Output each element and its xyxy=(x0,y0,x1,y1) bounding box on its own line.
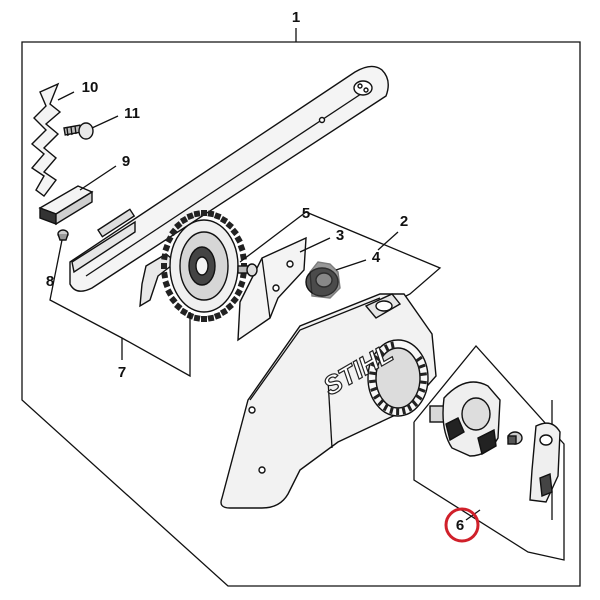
cover-rib xyxy=(418,363,426,369)
callout-5: 5 xyxy=(302,205,310,222)
sprocket-tooth xyxy=(225,302,234,311)
sprocket-tooth xyxy=(174,221,183,230)
cover-rib xyxy=(419,380,427,385)
sprocket-tooth xyxy=(213,212,222,221)
callout-labels: 1 2 3 4 5 6 7 8 9 10 11 xyxy=(46,9,464,534)
sprocket-tooth xyxy=(161,271,169,279)
cover-rib xyxy=(419,372,427,377)
cover-rib xyxy=(370,386,378,392)
sprocket-tooth xyxy=(237,280,246,288)
callout-8: 8 xyxy=(46,273,54,290)
sprocket-tooth xyxy=(201,316,207,322)
sprocket-tooth xyxy=(161,253,169,261)
pin-8 xyxy=(57,229,69,241)
sprocket-tooth xyxy=(186,212,195,221)
sprocket-tooth xyxy=(219,216,229,225)
tensioner-plate xyxy=(30,82,62,197)
cover-rib xyxy=(417,387,426,393)
sprocket-tooth xyxy=(234,288,243,297)
cover-rib xyxy=(389,406,394,415)
cover-rib xyxy=(415,394,423,401)
chain-sprocket xyxy=(139,210,247,322)
guide-bar xyxy=(69,65,389,292)
slide-block-9 xyxy=(38,185,94,226)
bracket-plate-5 xyxy=(237,236,307,342)
sprocket-tooth xyxy=(161,263,167,269)
assembly-frame xyxy=(21,28,581,587)
cover-rib xyxy=(377,399,385,407)
callout-7: 7 xyxy=(118,364,126,381)
cover-rib xyxy=(411,399,419,407)
callout-11: 11 xyxy=(124,105,140,122)
brake-assembly-frame xyxy=(413,345,565,561)
cover-rib xyxy=(373,355,382,362)
cover-rib xyxy=(401,406,407,415)
callout-4: 4 xyxy=(372,249,381,266)
cover-rib xyxy=(369,371,377,376)
sprocket-tooth xyxy=(169,295,178,305)
sprocket-tooth xyxy=(201,210,207,216)
cover-rib xyxy=(370,362,379,369)
brake-pin xyxy=(507,431,523,445)
cover-rib xyxy=(390,341,395,350)
sprocket-tooth xyxy=(207,210,215,218)
sprocket-tooth xyxy=(169,227,178,237)
callout-3: 3 xyxy=(336,227,344,244)
sprocket-tooth xyxy=(225,221,234,230)
sprocket-tooth xyxy=(162,280,171,288)
leader-lines xyxy=(49,91,481,521)
cover-rib xyxy=(368,379,377,384)
sprocket-tooth xyxy=(193,314,201,322)
callout-9: 9 xyxy=(122,153,130,170)
sprocket-tooth xyxy=(165,288,174,297)
sprocket-tooth xyxy=(234,235,243,244)
sprocket-tooth xyxy=(237,244,246,252)
sprocket-tooth xyxy=(230,295,239,305)
sprocket-tooth xyxy=(179,307,189,316)
tension-knob-4 xyxy=(305,261,341,299)
screw-11 xyxy=(63,122,94,140)
sprocket-tooth xyxy=(179,216,189,225)
sprocket-tooth xyxy=(213,311,222,320)
brake-lever xyxy=(529,400,561,520)
cover-rib xyxy=(378,348,385,357)
sprocket-tooth xyxy=(165,235,174,244)
cover-rib xyxy=(373,393,381,400)
brake-band xyxy=(442,381,501,457)
sprocket-tooth xyxy=(193,210,201,218)
cover-rib xyxy=(382,403,389,412)
cover-rib xyxy=(383,344,390,352)
sprocket-tooth xyxy=(162,244,171,252)
sprocket-cover: STIHL xyxy=(220,293,437,509)
callout-1: 1 xyxy=(292,9,300,26)
callout-2: 2 xyxy=(400,213,408,230)
highlight-circle xyxy=(444,507,480,543)
sprocket-tooth xyxy=(174,302,183,311)
cover-rib xyxy=(415,355,423,363)
callout-6: 6 xyxy=(456,517,464,534)
callout-10: 10 xyxy=(82,79,99,96)
cover-rib xyxy=(406,404,413,412)
sprocket-tooth xyxy=(219,307,229,316)
bolt-3 xyxy=(237,263,258,277)
sprocket-tooth xyxy=(230,227,239,237)
sprocket-tooth xyxy=(207,314,215,322)
